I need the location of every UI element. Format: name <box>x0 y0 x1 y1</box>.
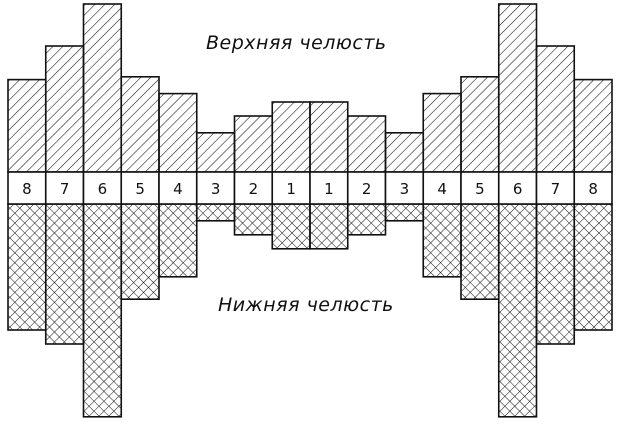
lower-bar-9 <box>309 203 349 250</box>
upper-jaw-label: Верхняя челюсть <box>206 32 387 54</box>
tooth-number-14: 6 <box>513 180 523 198</box>
upper-bar-16 <box>573 78 613 173</box>
tooth-cell-15 <box>535 171 576 205</box>
tooth-cell-9 <box>309 171 349 205</box>
tooth-number-1: 8 <box>22 180 32 198</box>
tooth-number-band: 8 7 6 5 4 3 2 1 1 2 3 4 5 6 7 8 <box>7 171 613 205</box>
tooth-number-9: 1 <box>324 180 334 198</box>
lower-jaw-label: Нижняя челюсть <box>218 294 394 316</box>
tooth-cell-13 <box>460 171 500 205</box>
upper-bar-13 <box>460 76 500 173</box>
upper-jaw-bars <box>7 3 613 173</box>
tooth-number-6: 3 <box>211 180 221 198</box>
upper-bar-14 <box>497 3 538 173</box>
tooth-cell-16 <box>573 171 613 205</box>
upper-bar-12 <box>422 92 462 173</box>
upper-bar-2 <box>44 45 85 173</box>
lower-bar-7 <box>233 203 274 236</box>
tooth-number-13: 5 <box>475 180 485 198</box>
upper-bar-6 <box>195 132 236 173</box>
lower-bar-11 <box>384 203 425 222</box>
lower-bar-16 <box>573 203 613 331</box>
tooth-number-5: 4 <box>173 180 183 198</box>
lower-bar-2 <box>44 203 85 345</box>
upper-bar-10 <box>346 115 387 173</box>
tooth-number-16: 8 <box>588 180 598 198</box>
lower-bar-1 <box>7 203 47 331</box>
tooth-cell-3 <box>82 171 123 205</box>
lower-bar-6 <box>195 203 236 222</box>
upper-bar-8 <box>271 101 311 173</box>
lower-bar-10 <box>346 203 387 236</box>
tooth-cell-10 <box>346 171 387 205</box>
upper-bar-1 <box>7 78 47 173</box>
lower-bar-15 <box>535 203 576 345</box>
tooth-number-11: 3 <box>400 180 410 198</box>
tooth-number-4: 5 <box>135 180 145 198</box>
lower-bar-14 <box>497 203 538 418</box>
tooth-number-10: 2 <box>362 180 372 198</box>
lower-bar-8 <box>271 203 311 250</box>
lower-bar-13 <box>460 203 500 300</box>
tooth-cell-4 <box>120 171 160 205</box>
tooth-number-15: 7 <box>551 180 561 198</box>
upper-bar-11 <box>384 132 425 173</box>
tooth-number-2: 7 <box>60 180 70 198</box>
upper-bar-15 <box>535 45 576 173</box>
tooth-number-12: 4 <box>437 180 447 198</box>
lower-bar-4 <box>120 203 160 300</box>
tooth-number-3: 6 <box>98 180 108 198</box>
upper-bar-5 <box>158 92 198 173</box>
tooth-cell-12 <box>422 171 462 205</box>
tooth-number-8: 1 <box>286 180 296 198</box>
lower-bar-5 <box>158 203 198 278</box>
lower-bar-3 <box>82 203 123 418</box>
upper-bar-7 <box>233 115 274 173</box>
upper-bar-4 <box>120 76 160 173</box>
tooth-cell-14 <box>497 171 538 205</box>
upper-bar-3 <box>82 3 123 173</box>
upper-bar-9 <box>309 101 349 173</box>
lower-bar-12 <box>422 203 462 278</box>
tooth-number-7: 2 <box>249 180 259 198</box>
